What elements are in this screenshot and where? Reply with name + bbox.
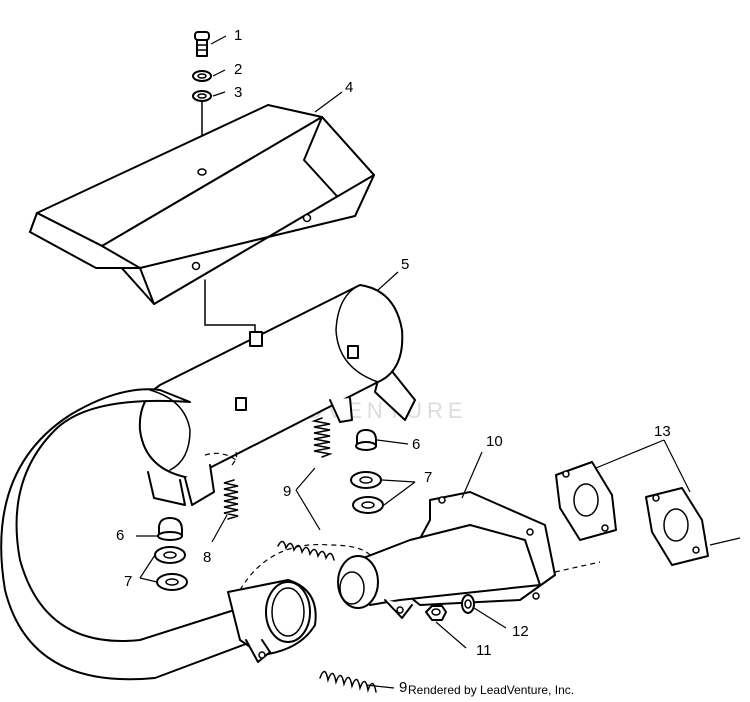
part-spring-vertical [223,479,239,520]
part-grommet-upper [355,429,377,451]
part-spring-bottom [319,670,377,693]
part-gasket-left [555,461,617,541]
part-lock-washer [192,70,212,82]
leader-lines [136,35,691,689]
callout-3: 3 [234,84,242,101]
part-grommet-lower [157,517,183,541]
callout-8: 8 [203,549,211,566]
part-washers-lower [154,546,188,591]
callout-5: 5 [401,256,409,273]
callout-13: 13 [654,423,671,440]
callout-9-bottom: 9 [399,679,407,696]
callout-11: 11 [476,642,492,659]
part-gasket-right [645,487,709,566]
callout-7-upper: 7 [424,469,432,486]
callout-10: 10 [486,433,503,450]
part-heat-shield [29,104,375,305]
credit-text: Rendered by LeadVenture, Inc. [408,683,574,697]
part-washer-small [461,594,475,614]
callout-12: 12 [512,623,529,640]
callout-1: 1 [234,27,242,44]
callout-6-upper: 6 [412,436,420,453]
part-flat-washer [192,90,212,102]
part-nut [425,605,447,621]
part-bolt [194,31,210,57]
part-head-pipe [0,388,317,681]
callout-7-lower: 7 [124,573,132,590]
part-washers-upper [350,471,384,514]
callout-6-lower: 6 [116,527,124,544]
callout-9-middle: 9 [283,483,291,500]
part-exhaust-manifold [337,491,556,619]
part-muffler [138,284,416,506]
callout-4: 4 [345,79,353,96]
callout-labels: 1 2 3 4 5 6 6 7 7 8 9 9 10 11 12 13 [116,27,671,696]
callout-2: 2 [234,61,242,78]
part-spring-middle [277,540,335,561]
part-spring-upper [311,417,333,458]
